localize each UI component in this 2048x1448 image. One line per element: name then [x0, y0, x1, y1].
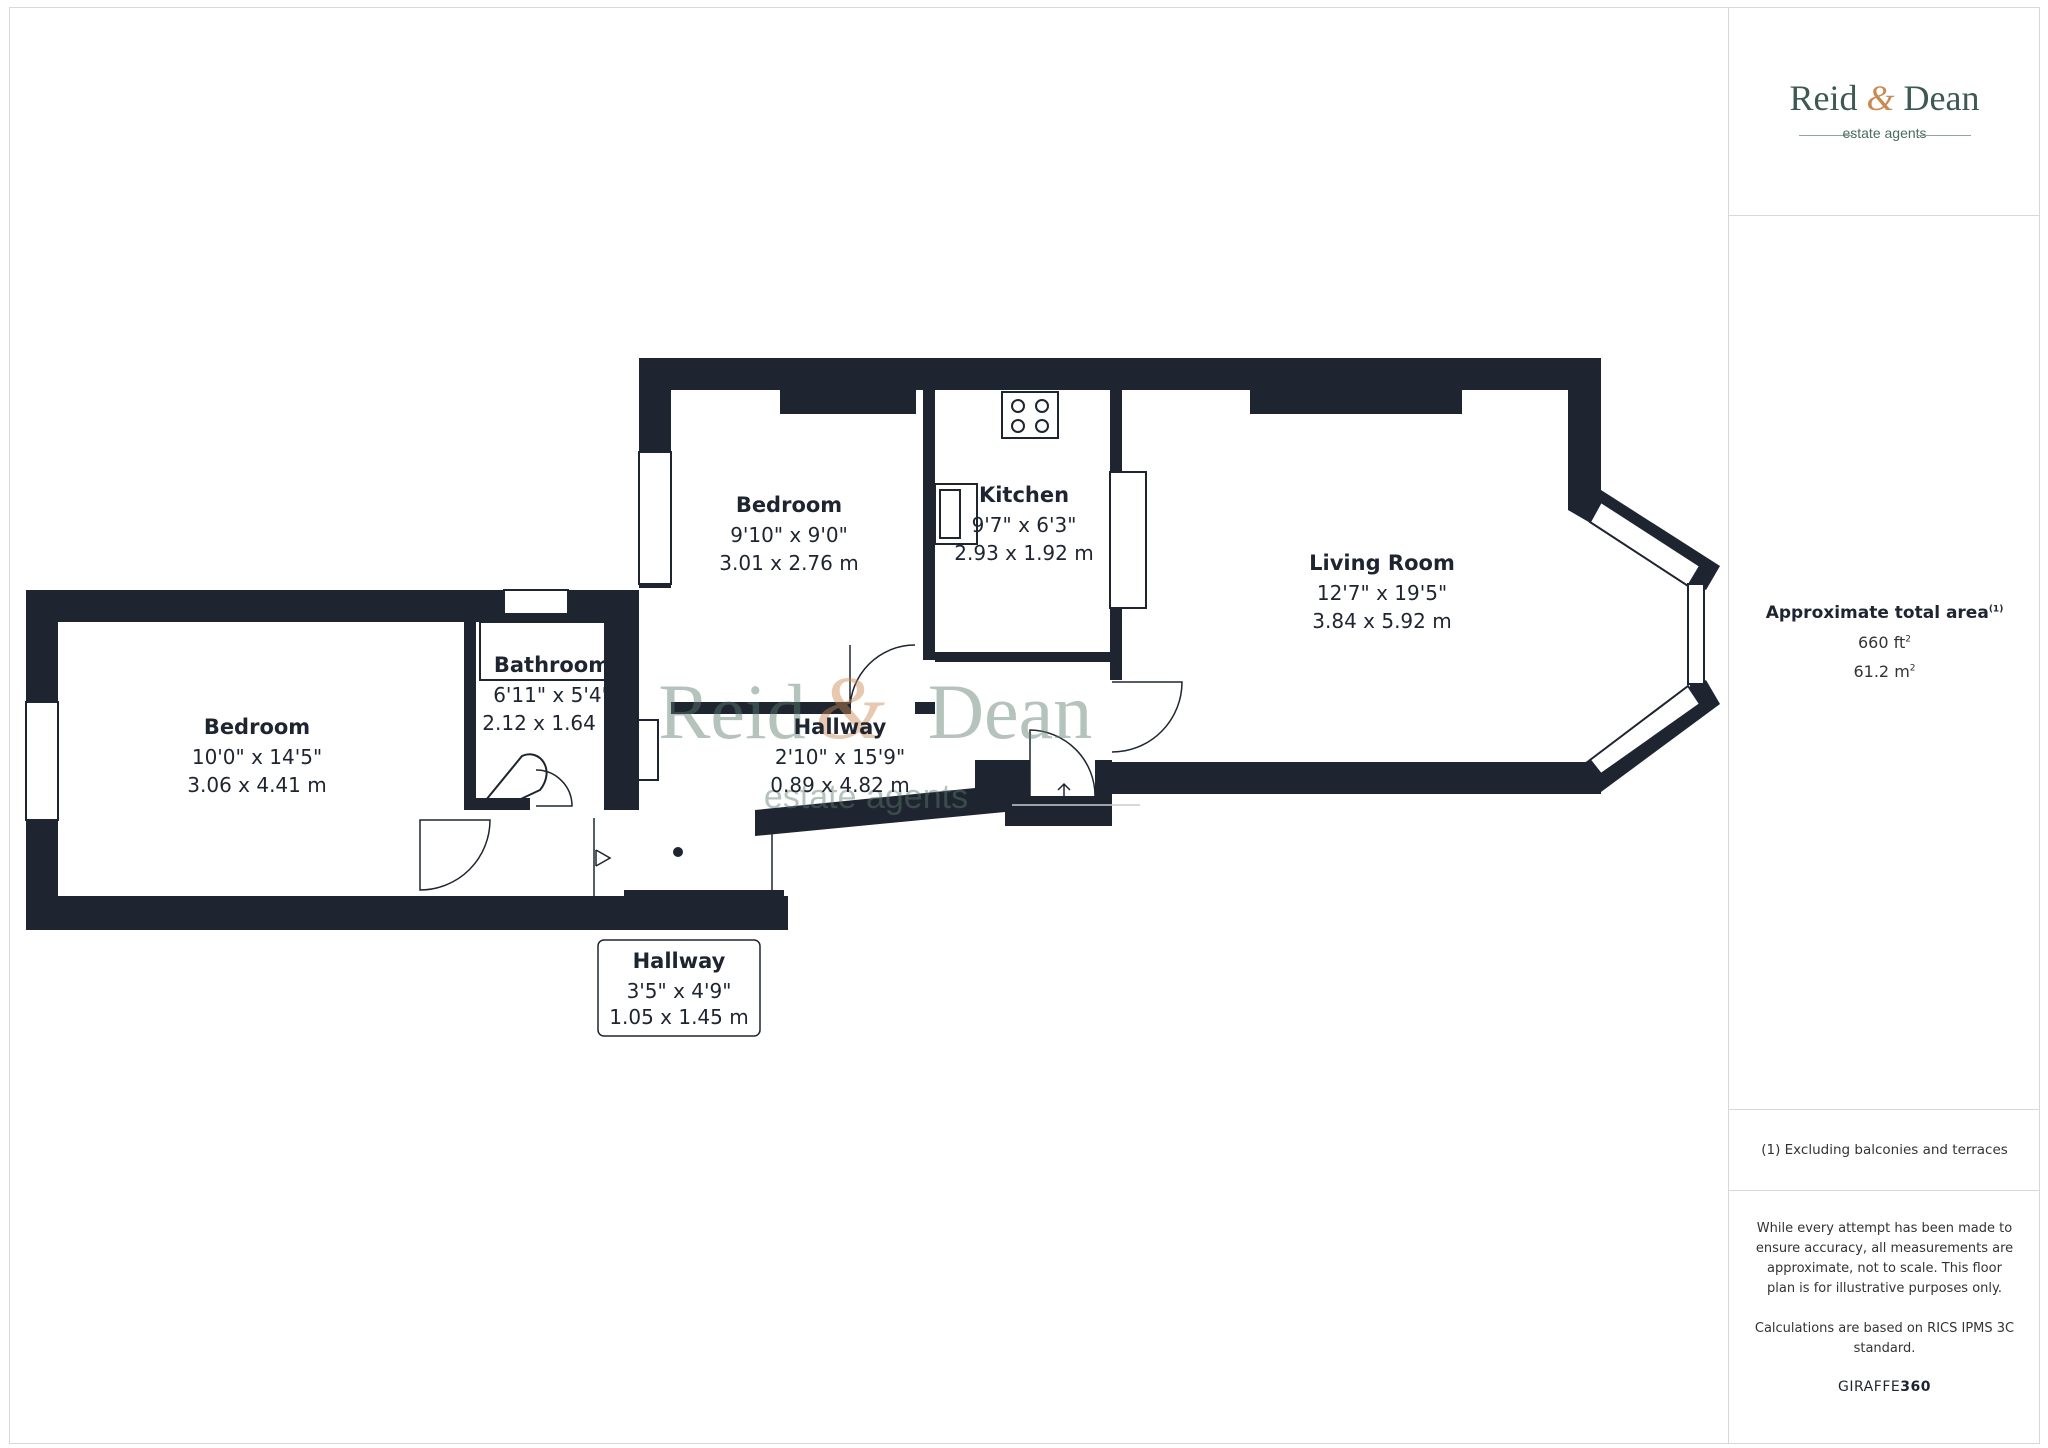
room-label-bedroom-2: Bedroom 10'0" x 14'5" 3.06 x 4.41 m — [187, 715, 326, 797]
floor-plan: Reid & Dean estate agents Bedroom 9'10" … — [25, 358, 1720, 1037]
window — [503, 589, 569, 615]
watermark: Reid & Dean estate agents — [658, 659, 1092, 816]
svg-text:1.05 x 1.45 m: 1.05 x 1.45 m — [609, 1005, 748, 1029]
area-title: Approximate total area(1) — [1765, 603, 2004, 623]
svg-text:Reid: Reid — [658, 668, 805, 755]
window — [638, 451, 672, 585]
wall — [604, 590, 639, 810]
svg-text:Kitchen: Kitchen — [979, 483, 1069, 507]
svg-text:6'11" x 5'4": 6'11" x 5'4" — [493, 683, 611, 707]
svg-text:2.93 x 1.92 m: 2.93 x 1.92 m — [954, 541, 1093, 565]
disclaimer: While every attempt has been made to ens… — [1754, 1221, 2015, 1356]
room-label-kitchen: Kitchen 9'7" x 6'3" 2.93 x 1.92 m — [954, 483, 1093, 565]
door-swing — [1111, 681, 1183, 753]
svg-text:2'10" x 15'9": 2'10" x 15'9" — [775, 745, 905, 769]
door-swing — [419, 819, 491, 891]
giraffe360-brand: GIRAFFE360 — [1838, 1379, 1931, 1395]
logo-subtitle: estate agents — [1842, 125, 1927, 141]
kitchen-sink — [934, 483, 978, 545]
area-ft: 660 ft2 — [1858, 633, 1911, 652]
wall-band — [780, 390, 916, 414]
wall — [923, 390, 935, 660]
hob — [1001, 391, 1059, 439]
page-frame — [9, 7, 2040, 1444]
wall — [464, 590, 476, 808]
room-label-bedroom-1: Bedroom 9'10" x 9'0" 3.01 x 2.76 m — [719, 493, 858, 575]
svg-text:9'10" x 9'0": 9'10" x 9'0" — [730, 523, 848, 547]
room-label-hallway-1: Hallway 2'10" x 15'9" 0.89 x 4.82 m — [770, 715, 909, 797]
window — [25, 701, 59, 821]
window — [1687, 583, 1705, 685]
room-label-living-room: Living Room 12'7" x 19'5" 3.84 x 5.92 m — [1309, 551, 1455, 633]
wall — [935, 652, 1110, 662]
svg-text:0.89 x 4.82 m: 0.89 x 4.82 m — [770, 773, 909, 797]
footnote: (1) Excluding balconies and terraces — [1761, 1142, 2008, 1158]
svg-text:3.84 x 5.92 m: 3.84 x 5.92 m — [1312, 609, 1451, 633]
wall-band — [624, 890, 784, 902]
door-swing — [849, 644, 916, 711]
svg-text:10'0" x 14'5": 10'0" x 14'5" — [192, 745, 322, 769]
svg-text:Living Room: Living Room — [1309, 551, 1455, 575]
svg-text:9'7" x 6'3": 9'7" x 6'3" — [972, 513, 1077, 537]
svg-text:estate agents: estate agents — [764, 778, 968, 816]
room-label-hallway-2: Hallway 3'5" x 4'9" 1.05 x 1.45 m — [609, 949, 748, 1029]
svg-text:Dean: Dean — [928, 668, 1093, 755]
svg-text:3.06 x 4.41 m: 3.06 x 4.41 m — [187, 773, 326, 797]
wall-band — [1250, 390, 1462, 414]
light-point — [673, 847, 683, 857]
svg-text:Hallway: Hallway — [633, 949, 726, 973]
svg-text:3.01 x 2.76 m: 3.01 x 2.76 m — [719, 551, 858, 575]
svg-text:2.12 x 1.64 m: 2.12 x 1.64 m — [482, 711, 621, 735]
wall — [755, 760, 1112, 836]
wall — [1568, 358, 1601, 498]
window — [1109, 471, 1147, 609]
svg-text:&: & — [815, 659, 885, 758]
svg-text:12'7" x 19'5": 12'7" x 19'5" — [1317, 581, 1447, 605]
room-label-bathroom: Bathroom 6'11" x 5'4" 2.12 x 1.64 m — [482, 653, 621, 735]
wall — [1095, 762, 1601, 794]
wall — [1110, 390, 1122, 472]
wall — [1110, 596, 1122, 680]
total-area: Approximate total area(1) 660 ft2 61.2 m… — [1729, 603, 2040, 681]
window — [1588, 684, 1702, 776]
hallway-label-box — [597, 939, 761, 1037]
basin — [623, 719, 659, 781]
svg-text:Hallway: Hallway — [794, 715, 887, 739]
svg-text:Bathroom: Bathroom — [494, 653, 610, 677]
bath — [479, 621, 625, 681]
wall — [639, 358, 1601, 390]
logo-wordmark: Reid & Dean — [1789, 78, 1980, 118]
toilet — [484, 753, 548, 808]
area-m: 61.2 m2 — [1853, 662, 1916, 681]
svg-text:3'5" x 4'9": 3'5" x 4'9" — [627, 979, 732, 1003]
wall — [671, 702, 851, 714]
footnote-section: (1) Excluding balconies and terraces — [1729, 1109, 2040, 1191]
agent-logo: Reid & Dean estate agents — [1729, 7, 2040, 216]
wall — [915, 702, 935, 714]
svg-text:Bedroom: Bedroom — [736, 493, 842, 517]
svg-text:Bedroom: Bedroom — [204, 715, 310, 739]
info-sidebar: Reid & Dean estate agents Approximate to… — [1728, 7, 2040, 1444]
door-swing — [535, 769, 573, 807]
door-swing — [1029, 729, 1096, 797]
